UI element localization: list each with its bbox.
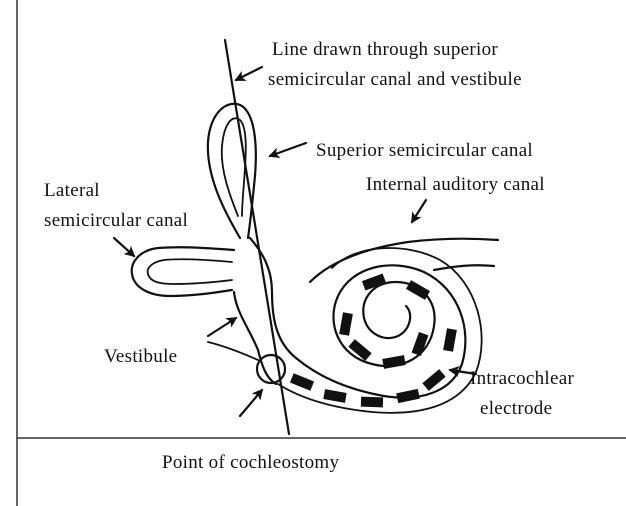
reference-line (225, 40, 289, 434)
electrode-contact-icon (396, 389, 420, 403)
arrowhead-icon (236, 67, 262, 80)
electrode-contact-icon (348, 339, 371, 361)
intracochlear-electrode (290, 274, 457, 408)
electrode-contact-icon (412, 332, 429, 356)
electrode-contact-icon (339, 312, 353, 335)
label-vestibule: Vestibule (104, 346, 177, 367)
arrowhead-icon (240, 390, 262, 416)
label-intracochlear-2: electrode (480, 398, 552, 419)
electrode-contact-icon (443, 328, 457, 351)
label-lateral-2: semicircular canal (44, 210, 188, 231)
lateral-semicircular-canal (132, 247, 234, 296)
electrode-lead (208, 342, 258, 360)
electrode-contact-icon (323, 389, 346, 403)
label-cochleostomy: Point of cochleostomy (162, 452, 339, 473)
electrode-contact-icon (361, 397, 383, 408)
label-line-drawn-2: semicircular canal and vestibule (268, 69, 522, 90)
arrowhead-icon (270, 143, 306, 156)
arrowhead-icon (412, 200, 426, 222)
internal-auditory-canal (310, 239, 498, 282)
superior-semicircular-canal (208, 104, 256, 238)
label-lateral-1: Lateral (44, 180, 100, 201)
label-superior-canal: Superior semicircular canal (316, 140, 533, 161)
label-line-drawn-1: Line drawn through superior (272, 39, 498, 60)
arrowhead-icon (208, 318, 236, 336)
electrode-contact-icon (406, 280, 430, 300)
arrowhead-icon (114, 238, 134, 256)
electrode-contact-icon (290, 373, 314, 391)
label-internal-auditory: Internal auditory canal (366, 174, 545, 195)
electrode-contact-icon (382, 355, 405, 369)
vestibule (234, 238, 296, 384)
label-intracochlear-1: Intracochlear (470, 368, 574, 389)
